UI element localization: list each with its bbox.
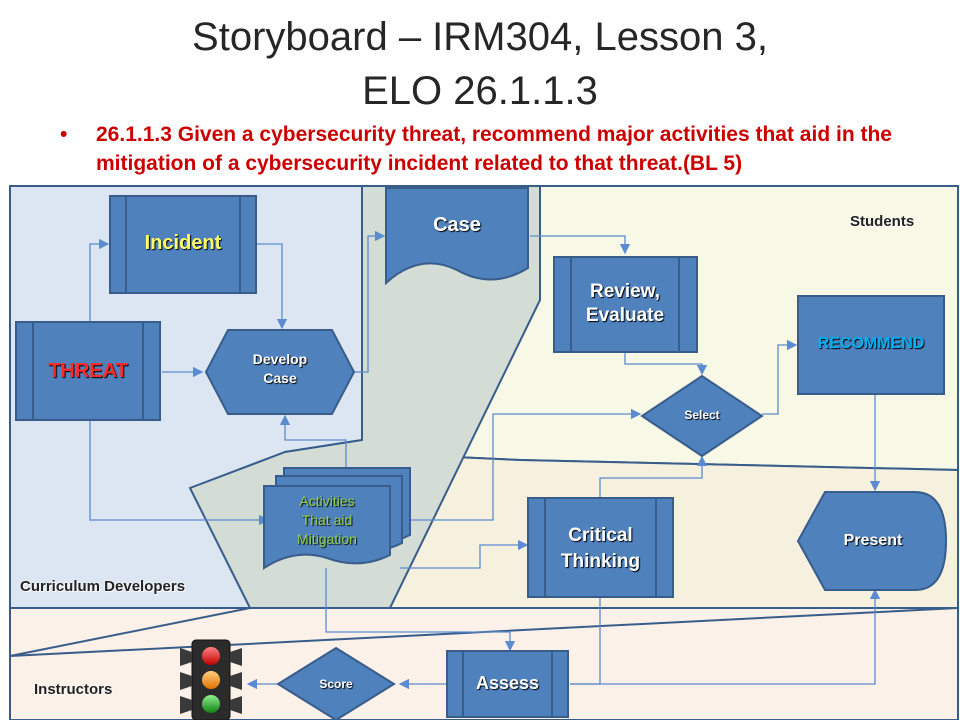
present-node [796, 491, 948, 591]
connector-critical-select [599, 455, 708, 498]
critical-line-1: Critical [568, 525, 633, 546]
review-line-2: Evaluate [585, 305, 665, 326]
develop-case-label: Develop Case [220, 350, 340, 388]
connector-threat-incident [89, 238, 110, 322]
recommend-node [797, 295, 945, 395]
critical-line-2: Thinking [560, 551, 641, 572]
title-line-2: ELO 26.1.1.3 [362, 69, 598, 113]
develop-line-1: Develop [252, 351, 308, 367]
connector-activities-select [390, 408, 642, 521]
review-line-1: Review, [589, 281, 661, 302]
assess-node [446, 650, 569, 718]
connector-review-select [624, 352, 708, 376]
score-node [276, 646, 396, 720]
recommend-label: RECOMMEND [817, 335, 925, 352]
students-lane-label: Students [850, 213, 915, 230]
case-label: Case [433, 214, 481, 236]
case-node [385, 187, 529, 286]
connector-activities-assess [325, 568, 516, 652]
incident-node [109, 195, 257, 294]
assess-label: Assess [475, 673, 540, 693]
activities-line-1: Activities [299, 493, 355, 509]
title-line-1: Storyboard – IRM304, Lesson 3, [192, 15, 768, 59]
score-label: Score [319, 677, 353, 691]
present-label: Present [843, 532, 903, 549]
connector-select-recommend [762, 339, 798, 415]
threat-node [15, 321, 161, 421]
develop-case-node [204, 329, 356, 415]
select-label: Select [684, 408, 720, 422]
connector-develop-case [354, 230, 386, 373]
threat-label: THREAT [48, 360, 128, 382]
traffic-light-icon [180, 639, 242, 720]
activities-node [263, 467, 411, 570]
connector-threat-activities [89, 420, 270, 526]
page-title: Storyboard – IRM304, Lesson 3, ELO 26.1.… [0, 10, 960, 118]
activities-line-2: That aid [301, 512, 353, 528]
instructors-lane-label: Instructors [34, 681, 113, 698]
connector-assess-present [570, 588, 881, 685]
connector-incident-develop [256, 243, 288, 330]
learning-objective: • 26.1.1.3 Given a cybersecurity threat,… [60, 120, 920, 178]
connector-activities-critical [400, 539, 529, 569]
select-node [640, 374, 764, 458]
activities-line-3: Mitigation [297, 531, 357, 547]
critical-thinking-node [527, 497, 674, 598]
connector-case-review [530, 235, 631, 255]
connector-activities-develop [279, 414, 347, 468]
curriculum-lane-label: Curriculum Developers [20, 578, 186, 595]
bullet-icon: • [60, 123, 68, 146]
activities-label: Activities That aid Mitigation [264, 492, 390, 549]
develop-line-2: Case [263, 370, 297, 386]
review-node [553, 256, 698, 353]
objective-text: 26.1.1.3 Given a cybersecurity threat, r… [96, 123, 892, 175]
critical-thinking-label: Critical Thinking [545, 523, 656, 575]
review-label: Review, Evaluate [571, 280, 679, 328]
incident-label: Incident [144, 232, 222, 254]
